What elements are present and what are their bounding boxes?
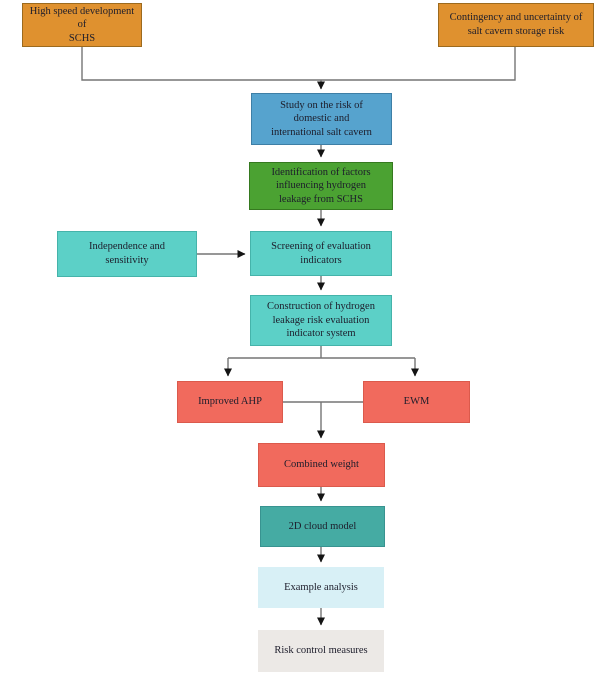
node-example-analysis: Example analysis <box>258 567 384 608</box>
node-label: Construction of hydrogen leakage risk ev… <box>267 301 375 340</box>
node-high-speed-development: High speed development of SCHS <box>22 3 142 47</box>
node-study-risk: Study on the risk of domestic and intern… <box>251 93 392 145</box>
node-improved-ahp: Improved AHP <box>177 381 283 423</box>
node-label: Screening of evaluation indicators <box>271 240 371 266</box>
node-label: High speed development of SCHS <box>29 5 135 44</box>
edge-top-join <box>81 47 516 81</box>
node-construction-indicator-system: Construction of hydrogen leakage risk ev… <box>250 295 392 346</box>
node-label: Contingency and uncertainty of salt cave… <box>449 12 583 37</box>
node-label: Risk control measures <box>274 645 368 657</box>
node-combined-weight: Combined weight <box>258 443 385 487</box>
node-label: Independence and sensitivity <box>88 241 166 266</box>
node-ewm: EWM <box>363 381 470 423</box>
node-independence-sensitivity: Independence and sensitivity <box>57 231 197 277</box>
node-2d-cloud-model: 2D cloud model <box>260 506 385 547</box>
node-label: 2D cloud model <box>288 520 357 532</box>
node-identification-factors: Identification of factors influencing hy… <box>249 162 393 210</box>
node-contingency-uncertainty: Contingency and uncertainty of salt cave… <box>438 3 594 47</box>
node-label: Identification of factors influencing hy… <box>271 166 371 205</box>
node-screening-indicators: Screening of evaluation indicators <box>250 231 392 276</box>
node-label: Combined weight <box>284 459 359 471</box>
node-label: Example analysis <box>284 581 358 593</box>
node-label: Improved AHP <box>198 396 262 408</box>
node-label: EWM <box>403 396 430 408</box>
node-risk-control-measures: Risk control measures <box>258 630 384 672</box>
node-label: Study on the risk of domestic and intern… <box>271 99 372 138</box>
